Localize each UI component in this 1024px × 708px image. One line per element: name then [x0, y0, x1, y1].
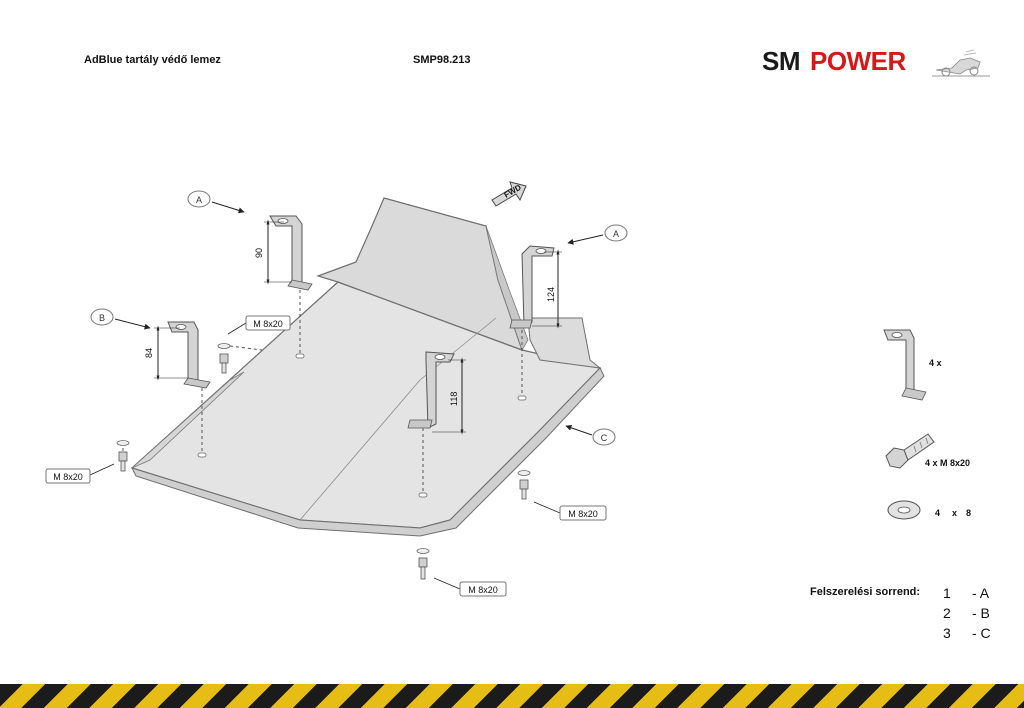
- dimension-84: 84: [144, 325, 188, 381]
- order-step-2-part: - B: [972, 605, 990, 621]
- bracket-part-icon: [883, 329, 927, 401]
- bracket-quantity: 4 x: [929, 358, 942, 368]
- bracket-a-right: [509, 245, 555, 329]
- bolt-right: [517, 470, 531, 500]
- bolt-tag-right: M 8x20: [533, 501, 607, 521]
- smpower-logo: SM POWER: [762, 46, 994, 82]
- dimension-124: 124: [532, 249, 562, 329]
- document-title: AdBlue tartály védő lemez: [84, 54, 221, 66]
- order-step-3-number: 3: [943, 625, 951, 641]
- callout-a-right: A: [567, 224, 628, 245]
- bolt-quantity: 4 x M 8x20: [925, 458, 971, 468]
- motorcycle-logo-icon: [932, 49, 990, 77]
- bolt-tag-bottom: M 8x20: [433, 577, 507, 597]
- callout-a-left-letter: A: [196, 195, 202, 205]
- logo-text-sm: SM: [762, 46, 801, 76]
- bracket-a-left: [269, 215, 313, 291]
- order-step-3-part: - C: [972, 625, 991, 641]
- washer-part-icon: [887, 500, 921, 520]
- callout-c-letter: C: [601, 433, 608, 443]
- callout-c: C: [565, 424, 616, 446]
- logo-text-power: POWER: [810, 46, 906, 76]
- bolt-part-icon: [885, 433, 935, 469]
- part-code: SMP98.213: [413, 54, 471, 66]
- bracket-center: [407, 351, 455, 429]
- dim-84-label: 84: [144, 348, 154, 358]
- dimension-118: 118: [432, 357, 466, 435]
- callout-b: B: [90, 308, 151, 330]
- bolt-left: [116, 440, 130, 472]
- bolt-tag-top-label: M 8x20: [253, 319, 283, 329]
- bolt-tag-bottom-label: M 8x20: [468, 585, 498, 595]
- order-step-1-number: 1: [943, 585, 951, 601]
- washer-times: x: [952, 508, 958, 518]
- bolt-tag-left-label: M 8x20: [53, 472, 83, 482]
- fwd-arrow: FWD: [491, 181, 527, 207]
- assembly-order-label: Felszerelési sorrend:: [810, 586, 921, 598]
- washer-size: 8: [966, 508, 972, 518]
- dim-118-label: 118: [449, 392, 459, 406]
- callout-a-right-letter: A: [613, 229, 619, 239]
- callout-b-letter: B: [99, 313, 105, 323]
- dimension-90: 90: [254, 219, 292, 285]
- bolt-bottom: [416, 548, 430, 580]
- order-step-2-number: 2: [943, 605, 951, 621]
- dim-124-label: 124: [546, 287, 556, 302]
- bolt-top-left: [217, 343, 231, 374]
- hazard-stripe-border: [0, 684, 1024, 708]
- dim-90-label: 90: [254, 248, 264, 258]
- assembly-drawing: FWD 90 84 124: [45, 181, 935, 597]
- callout-a-left: A: [187, 190, 245, 214]
- order-step-1-part: - A: [972, 585, 990, 601]
- bolt-tag-top: M 8x20: [227, 315, 291, 335]
- bolt-tag-right-label: M 8x20: [568, 509, 598, 519]
- bolt-tag-left: M 8x20: [45, 463, 115, 484]
- washer-quantity: 4: [935, 508, 941, 518]
